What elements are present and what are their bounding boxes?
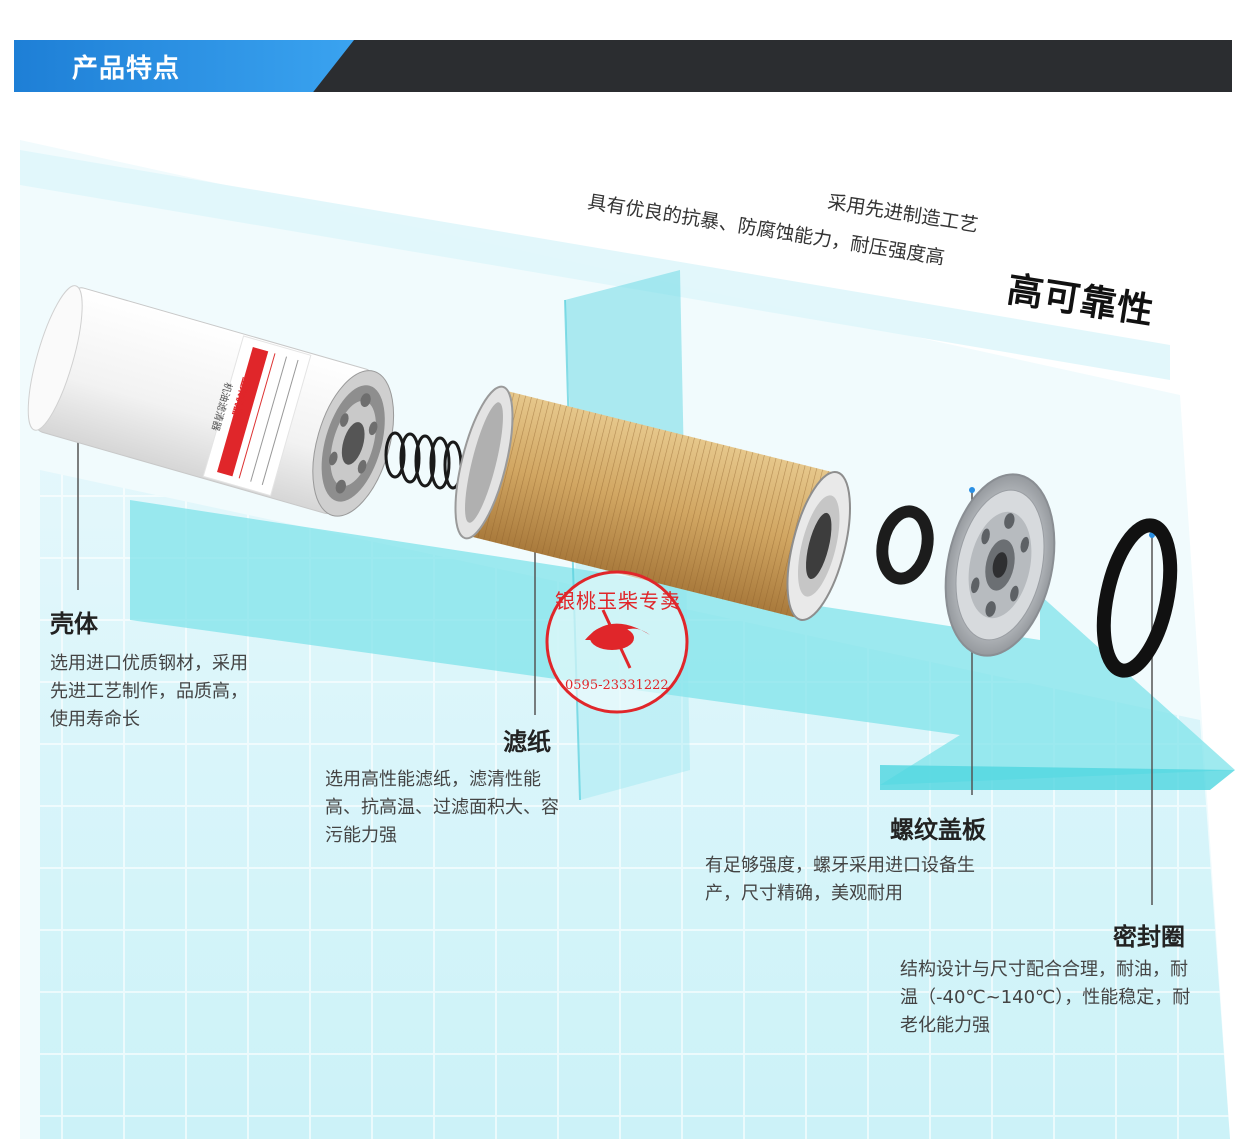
cover-title: 螺纹盖板 [890, 816, 986, 844]
seal-title: 密封圈 [1113, 923, 1185, 951]
cover-desc: 有足够强度，螺牙采用进口设备生产，尺寸精确，美观耐用 [705, 855, 975, 904]
section-title: 产品特点 [72, 54, 181, 84]
shell-desc: 选用进口优质钢材，采用先进工艺制作，品质高，使用寿命长 [50, 653, 248, 730]
seal-desc: 结构设计与尺寸配合合理，耐油，耐温（-40℃~140℃），性能稳定，耐老化能力强 [900, 959, 1191, 1036]
seal-stamp [545, 570, 689, 714]
stamp-phone: 0595-23331222 [565, 678, 669, 693]
filter-element [454, 385, 851, 621]
small-seal-ring [876, 505, 934, 585]
large-seal-ring [1096, 518, 1178, 678]
paper-desc: 选用高性能滤纸，滤清性能高、抗高温、过滤面积大、容污能力强 [325, 769, 559, 846]
filter-shell [27, 285, 395, 517]
header-accent [14, 40, 354, 92]
threaded-cover [944, 473, 1056, 657]
shell-title: 壳体 [50, 610, 98, 638]
stamp-text: 银桃玉柴专卖 [555, 589, 681, 613]
paper-title: 滤纸 [503, 728, 551, 756]
